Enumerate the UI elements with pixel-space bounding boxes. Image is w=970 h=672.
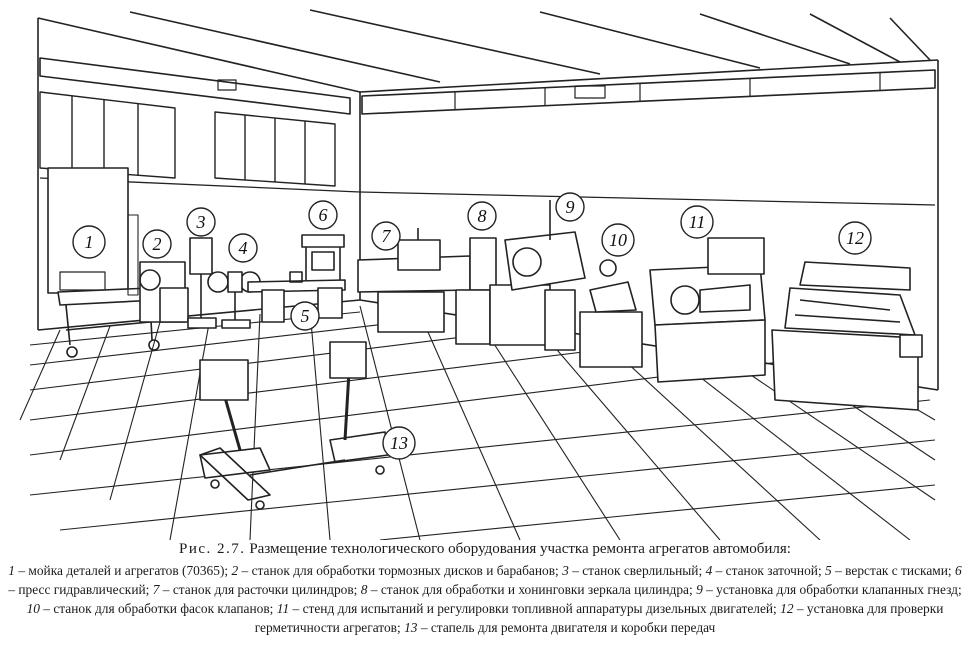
equipment-workbench bbox=[247, 271, 346, 323]
equipment-fuel-test-stand bbox=[649, 237, 766, 383]
callout-markers: 1 2 3 4 5 6 7 8 9 10 11 12 13 bbox=[72, 192, 872, 460]
callout-7: 7 bbox=[371, 221, 401, 251]
room-outline bbox=[37, 9, 939, 391]
legend-text: станок для обработки фасок клапанов; bbox=[53, 601, 274, 616]
legend-num: 8 bbox=[360, 582, 368, 597]
callout-5: 5 bbox=[290, 301, 320, 331]
legend-num: 6 bbox=[954, 563, 962, 578]
equipment-engine-stand bbox=[199, 341, 389, 510]
legend-item: 5 – верстак с тисками; bbox=[825, 563, 952, 578]
workshop-illustration: 1 2 3 4 5 6 7 8 9 10 11 12 13 bbox=[19, 9, 939, 540]
legend-num: 11 bbox=[276, 601, 290, 616]
callout-4-label: 4 bbox=[239, 238, 248, 258]
legend-num: 7 bbox=[152, 582, 160, 597]
legend-text: стенд для испытаний и регулировки топлив… bbox=[302, 601, 777, 616]
figure-legend: 1 – мойка деталей и агрегатов (70365); 2… bbox=[6, 561, 964, 637]
callout-10: 10 bbox=[601, 223, 635, 257]
legend-num: 13 bbox=[404, 620, 418, 635]
legend-text: верстак с тисками; bbox=[845, 563, 952, 578]
legend-num: 12 bbox=[780, 601, 794, 616]
equipment-boring-machine bbox=[357, 228, 471, 333]
legend-text: пресс гидравлический; bbox=[18, 582, 150, 597]
legend-item: 6 – пресс гидравлический; bbox=[8, 563, 962, 597]
legend-num: 2 bbox=[231, 563, 239, 578]
callout-13-label: 13 bbox=[390, 433, 408, 453]
callout-8: 8 bbox=[467, 201, 497, 231]
legend-text: мойка деталей и агрегатов (70365); bbox=[28, 563, 229, 578]
legend-item: 8 – станок для обработки и хонинговки зе… bbox=[360, 582, 693, 597]
legend-text: станок заточной; bbox=[725, 563, 822, 578]
callout-10-label: 10 bbox=[609, 230, 627, 250]
equipment-press bbox=[301, 234, 345, 280]
callout-5-label: 5 bbox=[301, 306, 310, 326]
equipment-grinder bbox=[207, 271, 261, 329]
legend-num: 10 bbox=[26, 601, 40, 616]
callout-2: 2 bbox=[142, 229, 172, 259]
callout-11: 11 bbox=[680, 205, 714, 239]
legend-text: стапель для ремонта двигателя и коробки … bbox=[430, 620, 716, 635]
legend-text: станок для обработки тормозных дисков и … bbox=[251, 563, 559, 578]
figure-number: Рис. 2.7. bbox=[179, 541, 246, 557]
equipment-valve-seat-unit bbox=[504, 200, 586, 351]
equipment-honing-machine bbox=[455, 237, 551, 346]
callout-13: 13 bbox=[382, 426, 416, 460]
legend-item: 2 – станок для обработки тормозных диско… bbox=[231, 563, 559, 578]
legend-num: 1 bbox=[8, 563, 15, 578]
equipment-valve-facing bbox=[579, 259, 643, 368]
callout-12: 12 bbox=[838, 221, 872, 255]
legend-item: 11 – стенд для испытаний и регулировки т… bbox=[276, 601, 777, 616]
legend-item: 7 – станок для расточки цилиндров; bbox=[152, 582, 358, 597]
legend-item: 3 – станок сверлильный; bbox=[562, 563, 703, 578]
callout-12-label: 12 bbox=[846, 228, 864, 248]
callout-1: 1 bbox=[72, 225, 106, 259]
callout-7-label: 7 bbox=[382, 226, 392, 246]
legend-text: станок для обработки и хонинговки зеркал… bbox=[380, 582, 693, 597]
callout-3-label: 3 bbox=[196, 212, 206, 232]
callout-3: 3 bbox=[186, 207, 216, 237]
callout-8-label: 8 bbox=[478, 206, 487, 226]
figure-title: Размещение технологического оборудования… bbox=[249, 541, 791, 557]
legend-item: 1 – мойка деталей и агрегатов (70365); bbox=[8, 563, 229, 578]
legend-item: 12 – установка для проверки герметичност… bbox=[254, 601, 944, 635]
equipment-drill bbox=[187, 237, 217, 329]
floor-grid bbox=[19, 305, 936, 540]
legend-num: 9 bbox=[696, 582, 703, 597]
callout-6: 6 bbox=[308, 200, 338, 230]
legend-num: 5 bbox=[825, 563, 832, 578]
equipment-leak-test-unit bbox=[771, 261, 923, 411]
callout-4: 4 bbox=[228, 233, 258, 263]
legend-num: 3 bbox=[562, 563, 569, 578]
windows bbox=[39, 91, 336, 187]
callout-2-label: 2 bbox=[153, 234, 162, 254]
figure-caption: Рис. 2.7. Размещение технологического об… bbox=[0, 541, 970, 558]
legend-text: установка для проверки герметичности агр… bbox=[254, 601, 944, 635]
callout-9: 9 bbox=[555, 192, 585, 222]
legend-text: станок сверлильный; bbox=[582, 563, 703, 578]
legend-item: 10 – станок для обработки фасок клапанов… bbox=[26, 601, 274, 616]
legend-text: установка для обработки клапанных гнезд; bbox=[716, 582, 962, 597]
callout-1-label: 1 bbox=[85, 232, 94, 252]
callout-6-label: 6 bbox=[319, 205, 328, 225]
legend-item: 4 – станок заточной; bbox=[705, 563, 822, 578]
legend-text: станок для расточки цилиндров; bbox=[172, 582, 358, 597]
legend-item: 13 – стапель для ремонта двигателя и кор… bbox=[404, 620, 716, 635]
legend-num: 4 bbox=[705, 563, 713, 578]
legend-item: 9 – установка для обработки клапанных гн… bbox=[696, 582, 962, 597]
callout-9-label: 9 bbox=[566, 197, 575, 217]
equipment-brake-lathe bbox=[139, 261, 189, 323]
callout-11-label: 11 bbox=[689, 212, 706, 232]
